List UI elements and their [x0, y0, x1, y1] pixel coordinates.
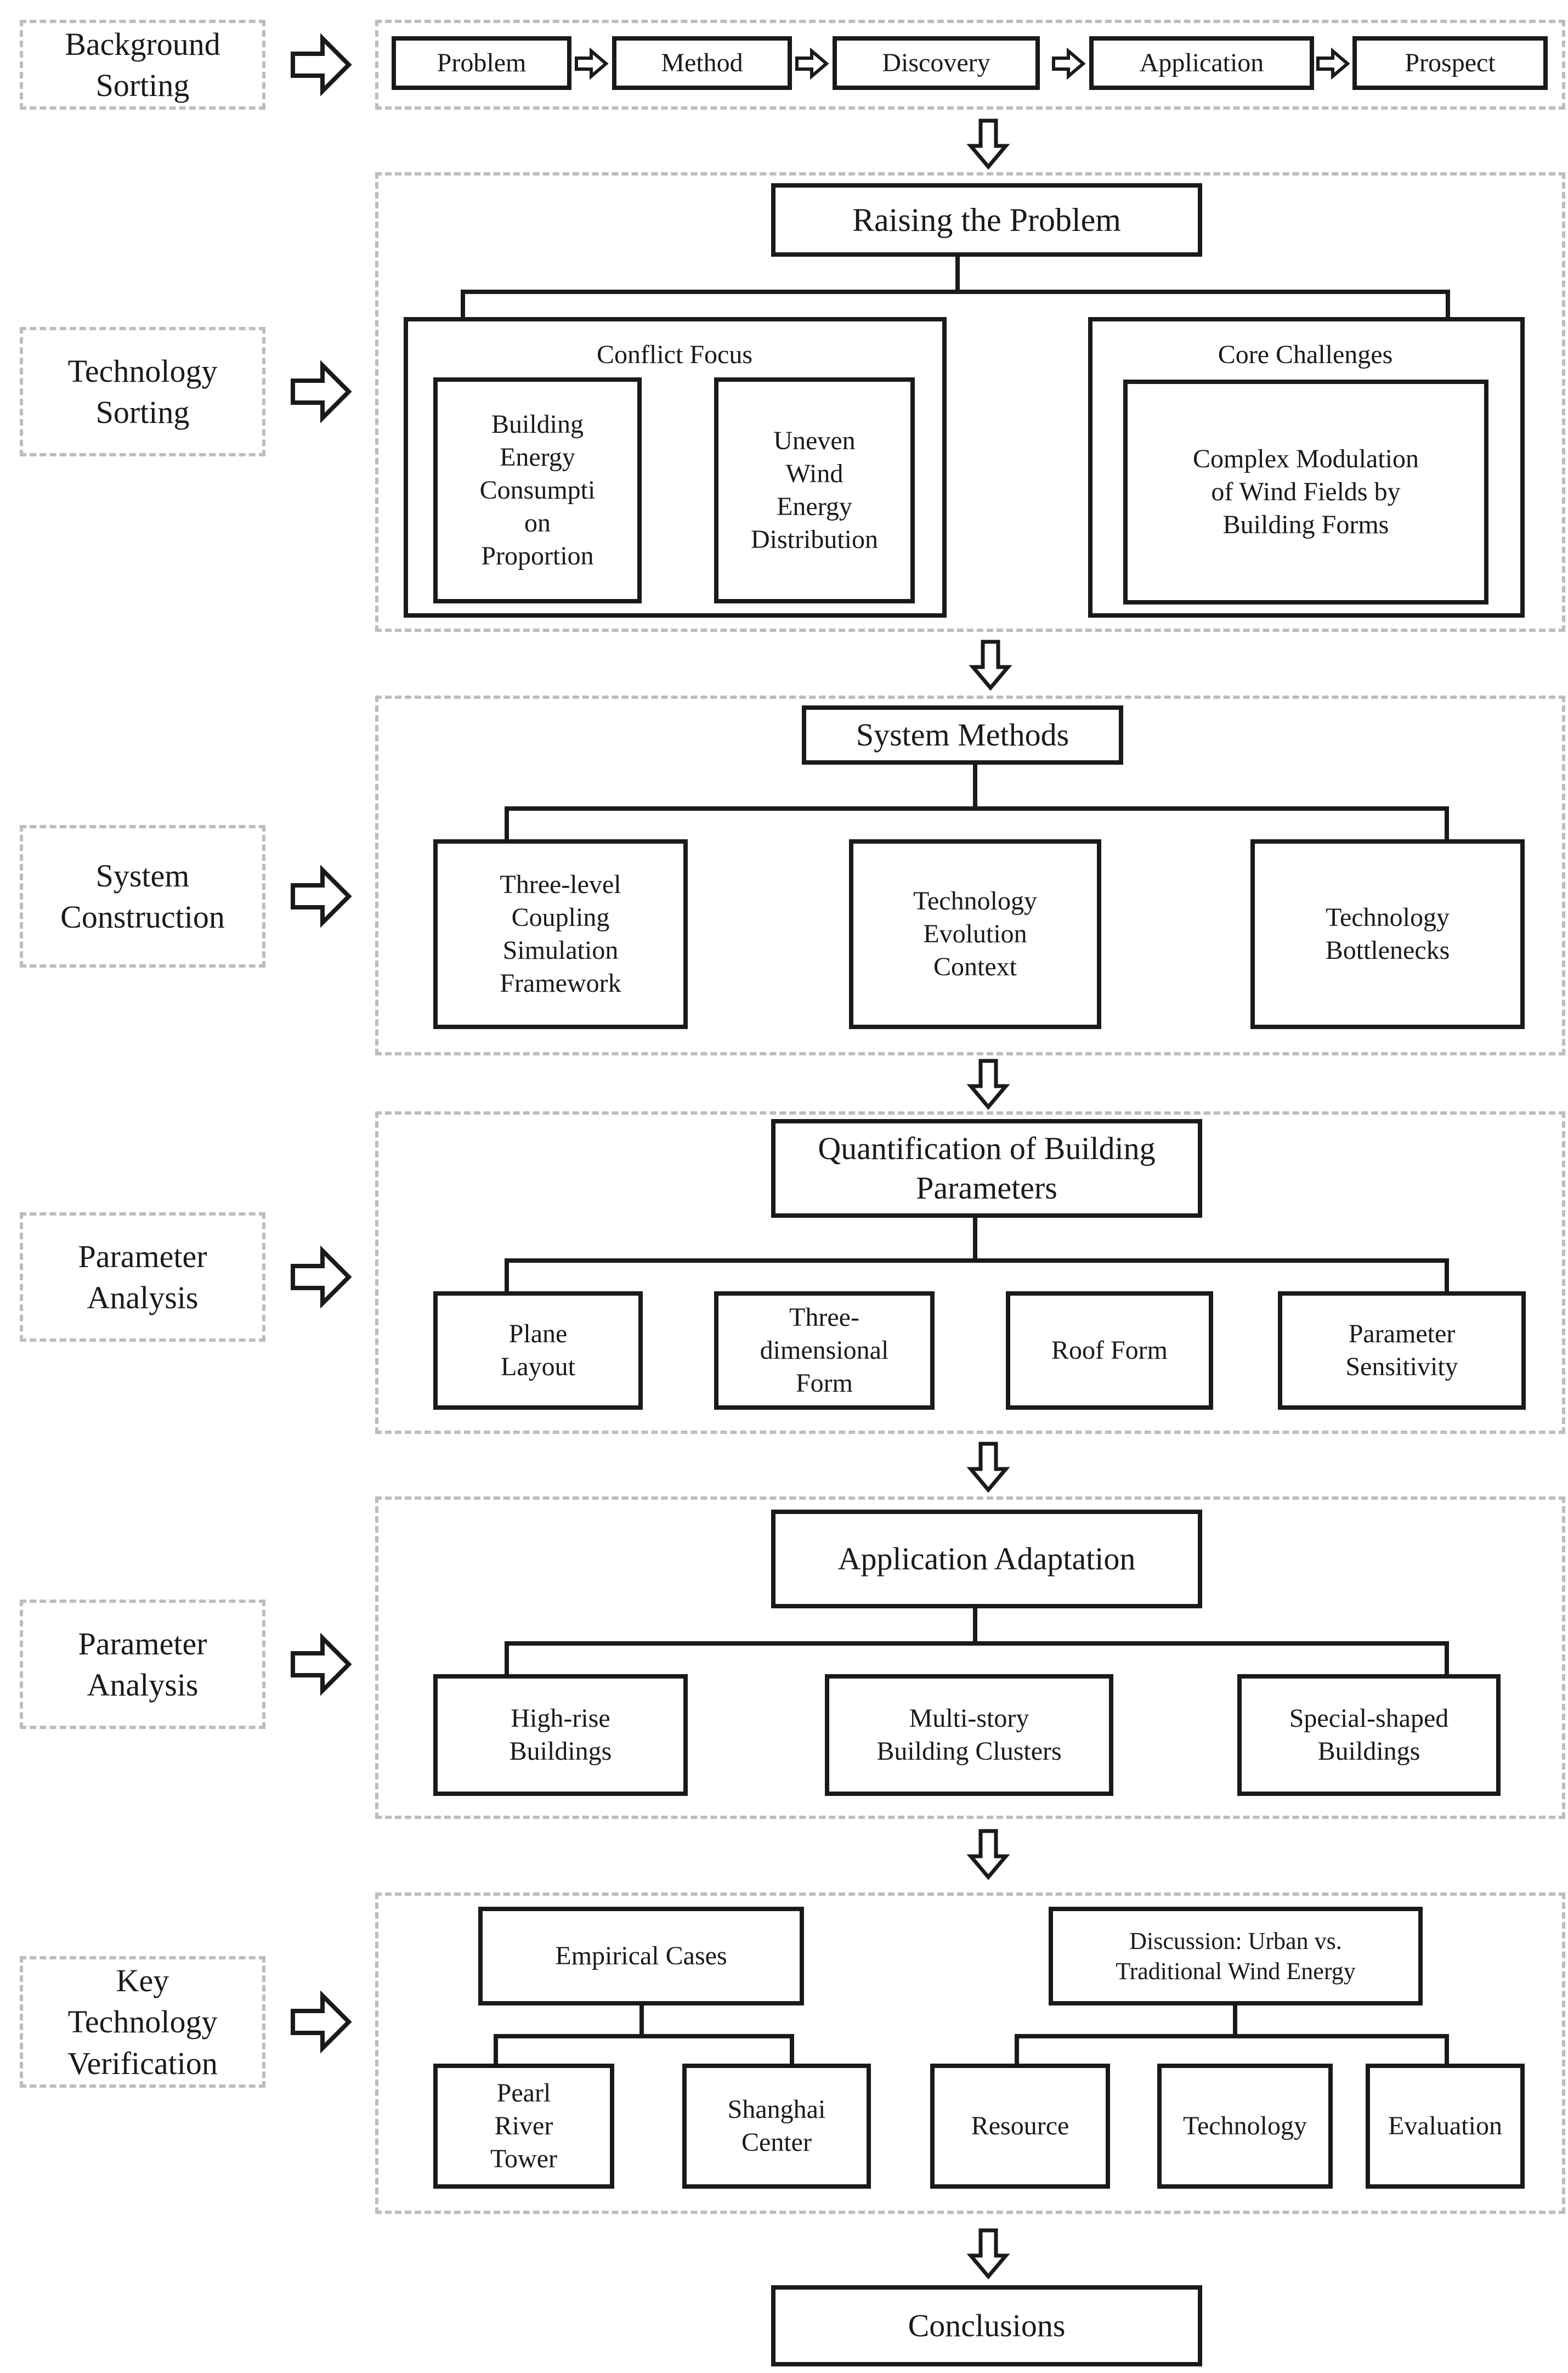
case-shanghai-center: Shanghai Center: [682, 2064, 871, 2189]
stage-label-parameter-analysis-2: Parameter Analysis: [20, 1600, 265, 1729]
stage-arrow-icon: [291, 1632, 352, 1696]
flow-arrow-icon: [1052, 47, 1086, 80]
param-plane-layout: Plane Layout: [433, 1291, 643, 1410]
application-title: Application Adaptation: [771, 1510, 1202, 1608]
stage-label-technology-sorting: Technology Sorting: [20, 327, 265, 456]
flow-arrow-icon: [795, 47, 829, 80]
connector: [1445, 1258, 1449, 1291]
stage-arrow-icon: [291, 360, 352, 423]
connector: [461, 290, 465, 319]
stage-arrow-icon: [291, 33, 352, 97]
param-sensitivity: Parameter Sensitivity: [1278, 1291, 1526, 1410]
connector: [639, 2005, 644, 2036]
flow-step-prospect: Prospect: [1352, 36, 1548, 90]
connector: [1015, 2034, 1019, 2064]
system-methods-title: System Methods: [802, 705, 1123, 765]
connector: [1445, 1641, 1449, 1674]
connector: [1015, 2034, 1449, 2038]
discussion-technology: Technology: [1157, 2064, 1333, 2189]
connector: [973, 765, 977, 809]
flow-arrow-icon: [575, 47, 609, 80]
connector: [1445, 806, 1449, 839]
flow-step-problem: Problem: [392, 36, 571, 90]
discussion-title: Discussion: Urban vs. Traditional Wind E…: [1049, 1907, 1423, 2005]
down-arrow-icon: [966, 118, 1010, 170]
application-multi-story: Multi-story Building Clusters: [825, 1674, 1113, 1796]
discussion-evaluation: Evaluation: [1366, 2064, 1525, 2189]
background-flow-container: [375, 20, 1565, 110]
connector: [505, 1258, 1449, 1263]
stage-arrow-icon: [291, 1990, 352, 2054]
parameters-title: Quantification of Building Parameters: [771, 1119, 1202, 1218]
verification-section: [375, 1892, 1565, 2214]
param-three-dimensional-form: Three- dimensional Form: [714, 1291, 935, 1410]
conflict-focus-title: Conflict Focus: [597, 340, 752, 369]
connector: [973, 1608, 977, 1643]
connector: [1446, 290, 1450, 319]
connector: [505, 806, 509, 839]
down-arrow-icon: [966, 1829, 1010, 1880]
connector: [494, 2034, 498, 2064]
connector: [790, 2034, 794, 2064]
system-section: [375, 696, 1565, 1055]
stage-label-parameter-analysis: Parameter Analysis: [20, 1212, 265, 1342]
flow-arrow-icon: [1316, 47, 1350, 80]
flow-step-application: Application: [1089, 36, 1314, 90]
connector: [505, 806, 1449, 811]
method-bottlenecks: Technology Bottlenecks: [1250, 839, 1525, 1029]
stage-label-key-technology-verification: Key Technology Verification: [20, 1956, 265, 2088]
stage-arrow-icon: [291, 1245, 352, 1309]
down-arrow-icon: [966, 1442, 1010, 1493]
conflict-item-energy-consumption: Building Energy Consumpti on Proportion: [433, 377, 642, 603]
stage-arrow-icon: [291, 865, 352, 928]
connector: [1233, 2005, 1237, 2036]
method-evolution-context: Technology Evolution Context: [849, 839, 1101, 1029]
discussion-resource: Resource: [930, 2064, 1110, 2189]
connector: [505, 1641, 509, 1674]
parameters-section: [375, 1111, 1565, 1434]
core-challenge-wind-modulation: Complex Modulation of Wind Fields by Bui…: [1123, 380, 1488, 604]
application-special-shaped: Special-shaped Buildings: [1237, 1674, 1501, 1796]
connector: [505, 1258, 509, 1291]
connector: [494, 2034, 794, 2038]
flow-step-discovery: Discovery: [833, 36, 1040, 90]
connector: [1445, 2034, 1449, 2064]
stage-label-system-construction: System Construction: [20, 825, 265, 968]
connector: [505, 1641, 1449, 1646]
case-pearl-river-tower: Pearl River Tower: [433, 2064, 614, 2189]
problem-section: [375, 172, 1565, 632]
flow-step-method: Method: [612, 36, 792, 90]
stage-label-background-sorting: Background Sorting: [20, 20, 265, 110]
connector: [461, 290, 1450, 294]
application-section: [375, 1496, 1565, 1819]
raising-problem-title: Raising the Problem: [771, 183, 1202, 257]
down-arrow-icon: [966, 1059, 1010, 1110]
down-arrow-icon: [966, 2228, 1010, 2280]
connector: [955, 257, 960, 292]
method-coupling-framework: Three-level Coupling Simulation Framewor…: [433, 839, 688, 1029]
core-challenges-title: Core Challenges: [1218, 340, 1393, 369]
connector: [973, 1218, 977, 1261]
param-roof-form: Roof Form: [1006, 1291, 1213, 1410]
empirical-cases-title: Empirical Cases: [478, 1907, 804, 2005]
conflict-item-uneven-wind: Uneven Wind Energy Distribution: [714, 377, 915, 603]
application-high-rise: High-rise Buildings: [433, 1674, 688, 1796]
conclusions-box: Conclusions: [771, 2285, 1202, 2366]
down-arrow-icon: [969, 640, 1012, 691]
